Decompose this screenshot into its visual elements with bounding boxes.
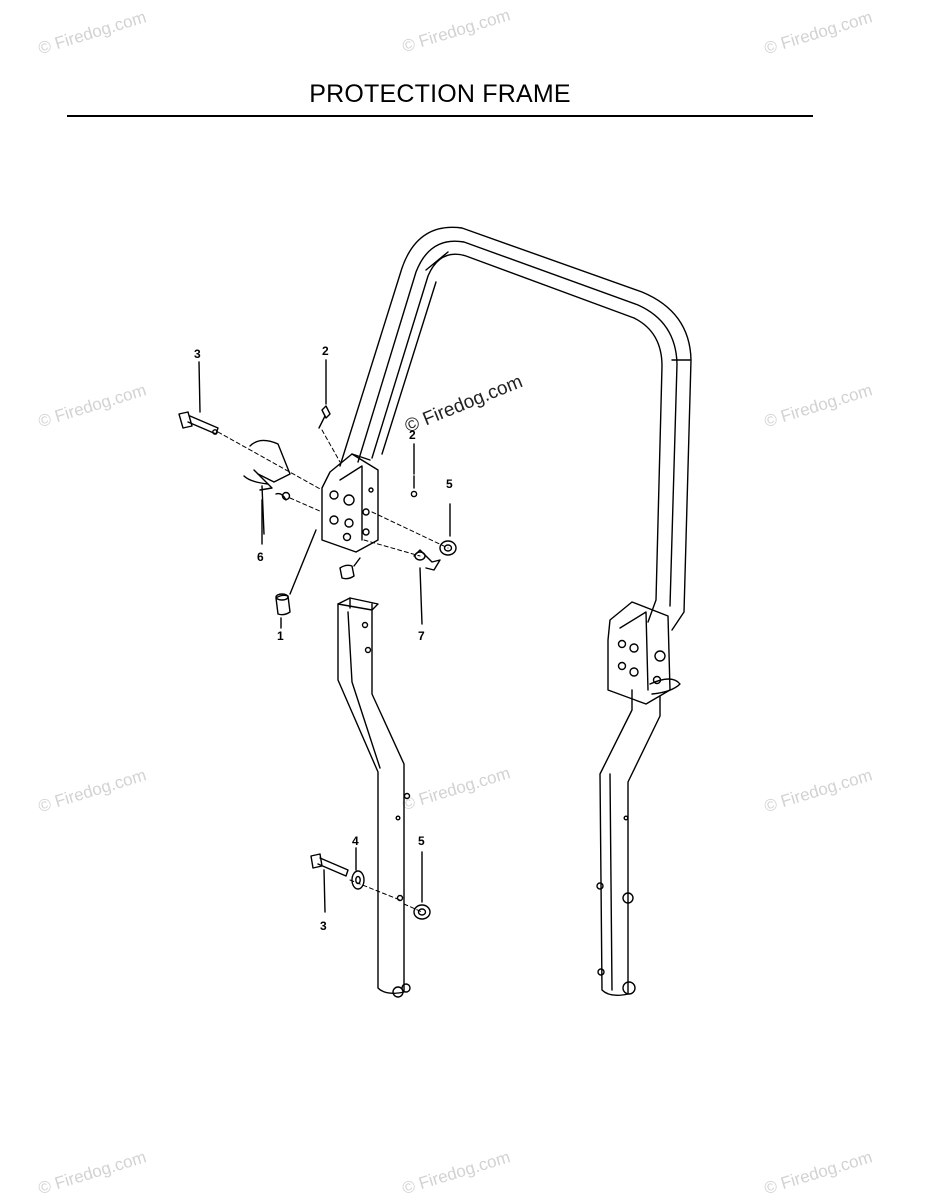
callout-2-right: 2 [409, 428, 416, 442]
lock-nut-upper [439, 503, 457, 556]
callout-1: 1 [277, 629, 284, 643]
flat-washer [351, 847, 365, 890]
right-lower-post [596, 689, 661, 997]
spring-pin-upper [318, 405, 331, 429]
page-title: PROTECTION FRAME [309, 80, 571, 108]
lock-pin-clip [243, 439, 291, 535]
title-underline [67, 115, 813, 117]
callout-3-lower: 3 [320, 919, 327, 933]
spacer-bushing [275, 529, 361, 629]
clevis-pin [413, 549, 441, 625]
bolt-lower [310, 853, 349, 913]
callout-6: 6 [257, 550, 264, 564]
callout-5-lower: 5 [418, 834, 425, 848]
callout-4: 4 [352, 834, 359, 848]
roll-bar-upper-hoop [339, 226, 692, 631]
callout-3-upper: 3 [194, 347, 201, 361]
left-lower-post [337, 597, 411, 998]
assembly-lines [217, 429, 449, 913]
lock-nut-lower [413, 851, 431, 920]
spring-pin-right [410, 475, 418, 498]
callout-7: 7 [418, 629, 425, 643]
right-pivot-bracket [607, 601, 681, 705]
bolt-upper [178, 411, 219, 435]
left-pivot-bracket [321, 453, 379, 553]
callout-2-upper: 2 [322, 344, 329, 358]
callout-5-upper: 5 [446, 477, 453, 491]
